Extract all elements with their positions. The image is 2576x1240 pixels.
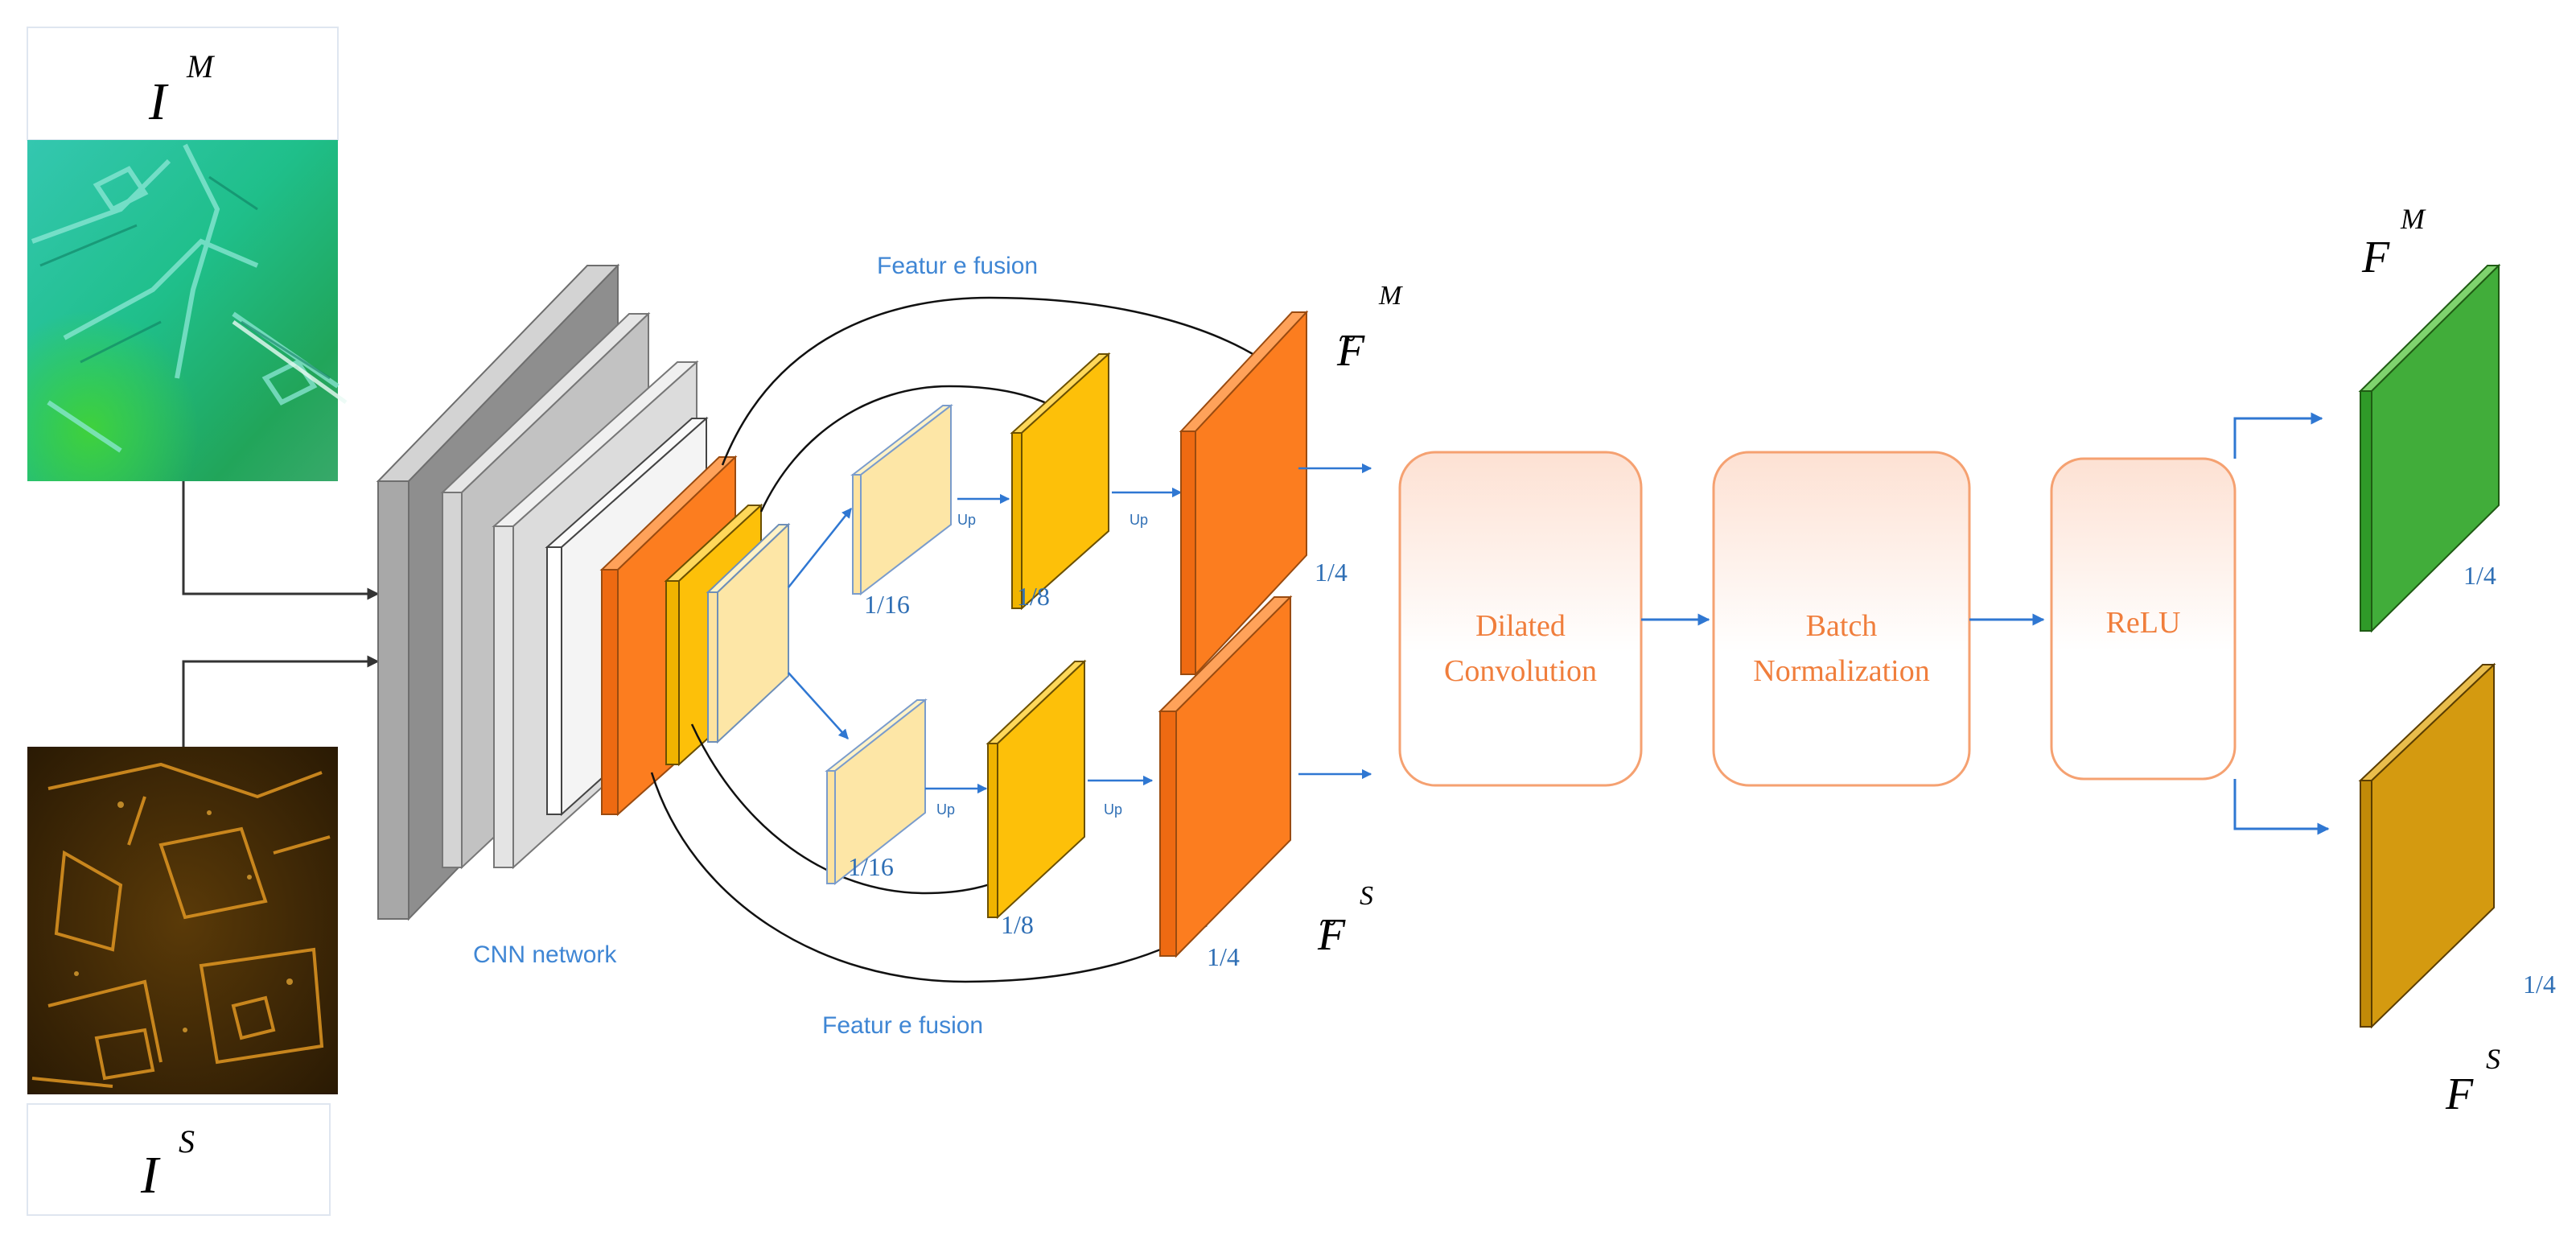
bottom-feature-1-4 [1158, 595, 1293, 958]
bottom-feature-1-8 [986, 659, 1087, 920]
top-feature-1-4 [1179, 310, 1309, 677]
top-feature-1-8 [1010, 352, 1111, 611]
input-connectors [182, 481, 380, 747]
dilated-label-line2: Convolution [1444, 654, 1597, 688]
top-feature-1-16 [850, 403, 953, 596]
relu-label: ReLU [2106, 606, 2181, 640]
bottom-scale-1-8: 1/8 [1001, 910, 1034, 939]
top-up-label-1: Up [957, 512, 976, 528]
output-f-m-label: F [2361, 233, 2390, 282]
top-up-label-2: Up [1130, 512, 1148, 528]
cnn-network-label: CNN network [473, 941, 617, 968]
output-f-s: F S 1/4 [2358, 662, 2556, 1119]
top-scale-1-8: 1/8 [1017, 582, 1050, 611]
batch-label-line1: Batch [1806, 609, 1878, 643]
top-scale-1-16: 1/16 [864, 590, 910, 619]
dilated-label-line1: Dilated [1475, 609, 1566, 643]
top-scale-1-4: 1/4 [1315, 558, 1348, 587]
top-fused-sup: M [1378, 281, 1403, 311]
bottom-feature-1-16 [825, 698, 928, 886]
bottom-branch: 1/16 Up 1/8 Up 1/4 ~ F S [825, 595, 1373, 971]
top-fused-label: F [1336, 326, 1365, 376]
bottom-input-label: I [140, 1146, 161, 1205]
relu-block: ReLU [2050, 457, 2237, 781]
bottom-input-label-sup: S [179, 1123, 195, 1160]
branch-arrows [788, 508, 852, 739]
top-branch: 1/16 Up 1/8 Up 1/4 ~ F M [850, 281, 1403, 677]
batch-normalization-block: Batch Normalization [1712, 451, 1971, 787]
bottom-scale-1-16: 1/16 [848, 852, 894, 881]
output-f-m-sup: M [2400, 203, 2426, 235]
feature-fusion-bottom-label: Featur e fusion [822, 1012, 983, 1039]
top-fused-tilde: ~ [1339, 320, 1356, 356]
output-f-m-scale: 1/4 [2463, 561, 2496, 590]
elevation-map-image [27, 140, 348, 481]
output-f-s-label: F [2445, 1069, 2474, 1119]
bottom-up-label-2: Up [1104, 801, 1122, 818]
sar-image [27, 747, 338, 1094]
output-f-s-sup: S [2486, 1043, 2500, 1075]
output-f-s-scale: 1/4 [2523, 970, 2556, 999]
top-input: I M [27, 27, 348, 481]
bottom-fused-sup: S [1360, 881, 1373, 911]
output-connectors [2233, 412, 2330, 835]
cnn-layer-pale [706, 522, 791, 744]
batch-label-line2: Normalization [1753, 654, 1929, 688]
feature-fusion-arcs [650, 296, 1288, 983]
bottom-input: I S [27, 747, 338, 1216]
cnn-network: CNN network [376, 263, 791, 968]
top-input-label-sup: M [186, 48, 216, 84]
bottom-up-label-1: Up [936, 801, 955, 818]
feature-fusion-top-label: Featur e fusion [877, 253, 1038, 279]
top-input-label: I [148, 72, 169, 131]
bottom-fused-label: F [1317, 910, 1346, 960]
bottom-scale-1-4: 1/4 [1207, 942, 1240, 971]
bottom-fused-tilde: ~ [1319, 904, 1337, 941]
dilated-convolution-block: Dilated Convolution [1398, 451, 1643, 787]
output-f-m: F M 1/4 [2358, 203, 2501, 633]
